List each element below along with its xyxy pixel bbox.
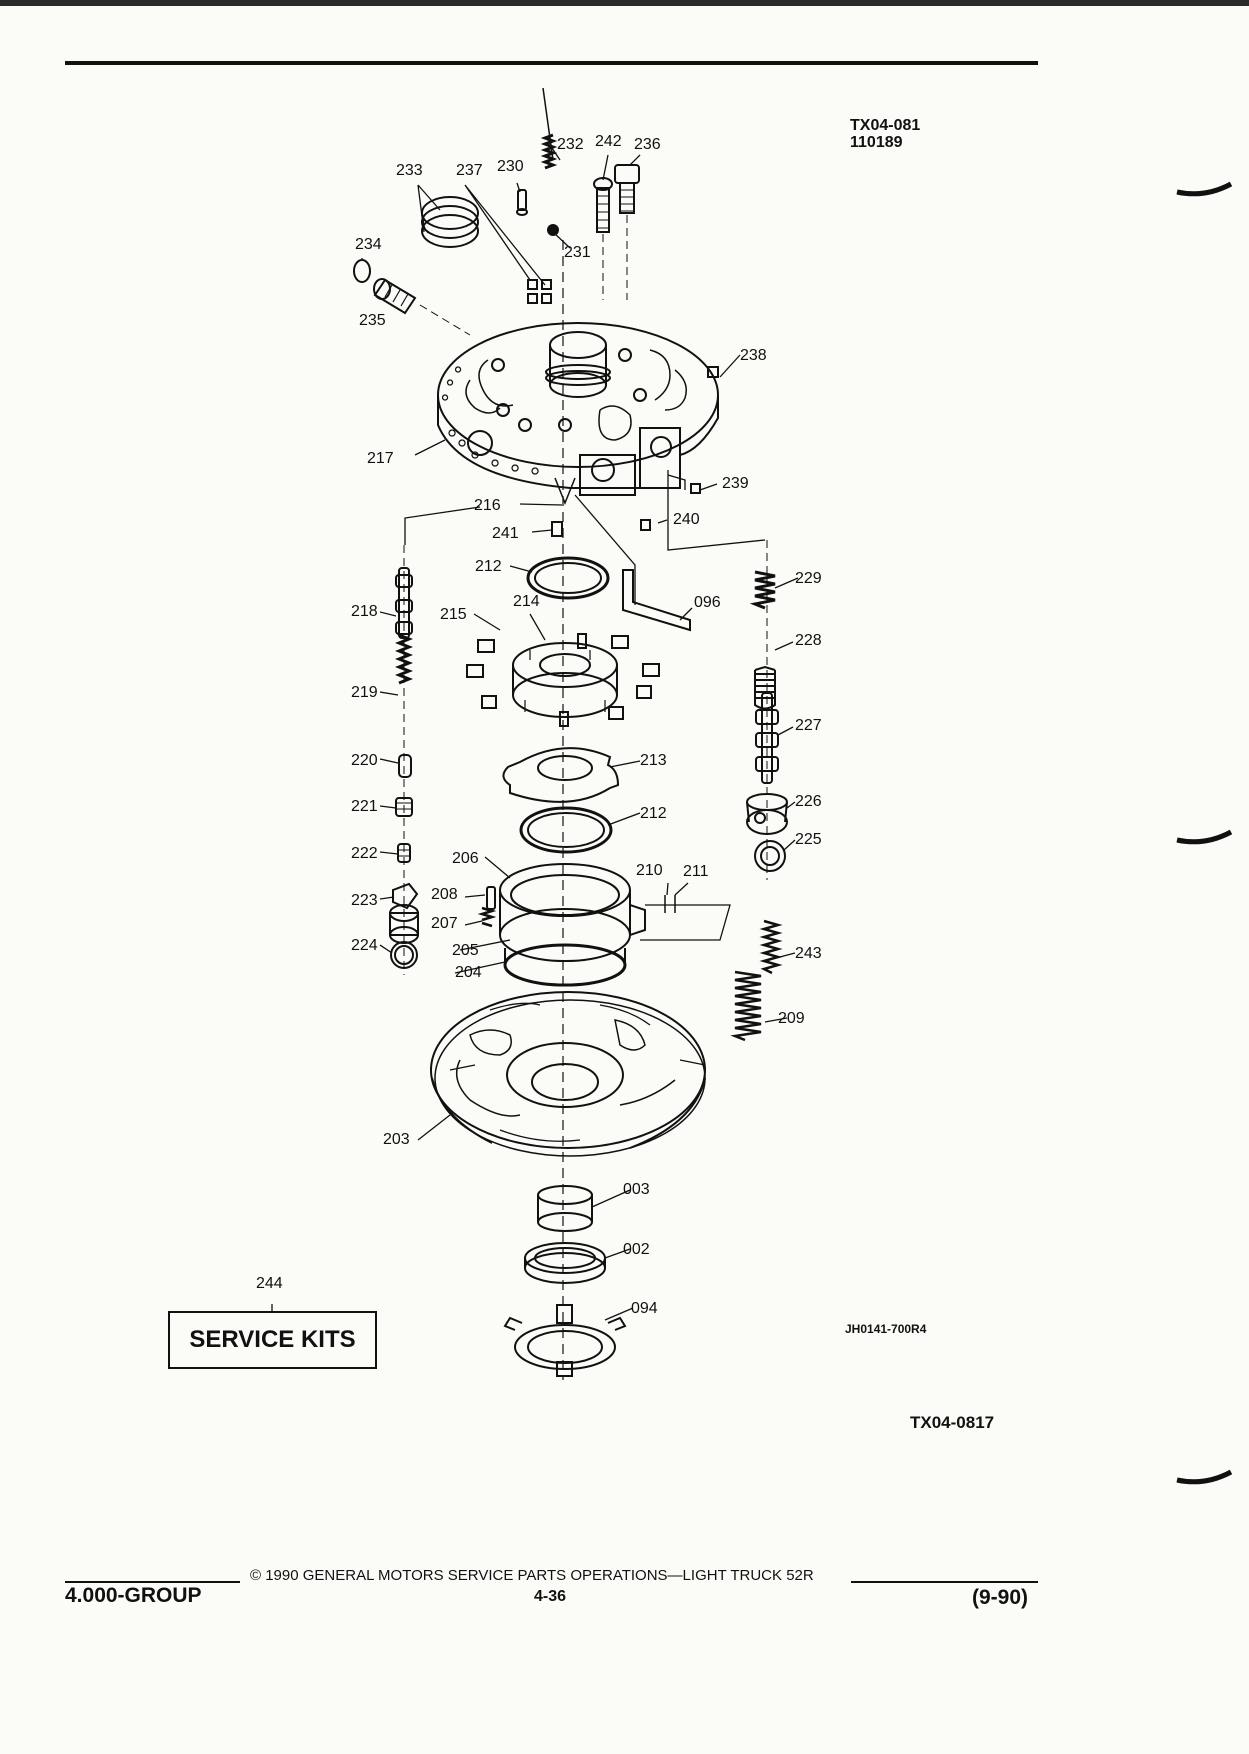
plug-235 — [373, 278, 417, 315]
footer-page-number: 4-36 — [534, 1588, 567, 1605]
figure-ref: TX04-0817 — [910, 1413, 995, 1432]
slide-206 — [499, 863, 646, 987]
callout-215: 215 — [440, 606, 467, 623]
callout-228: 228 — [795, 632, 822, 649]
edge-tab-marks — [1176, 181, 1233, 1485]
callout-237: 237 — [456, 162, 483, 179]
callout-219: 219 — [351, 684, 378, 701]
callout-221: 221 — [351, 798, 378, 815]
callout-229: 229 — [795, 570, 822, 587]
callout-234: 234 — [355, 236, 382, 253]
callout-210: 210 — [636, 862, 663, 879]
callout-235: 235 — [359, 312, 386, 329]
callout-226: 226 — [795, 793, 822, 810]
footer-rule-right — [851, 1581, 1038, 1583]
bolt-242 — [593, 177, 613, 233]
callout-220: 220 — [351, 752, 378, 769]
footer-copyright: © 1990 GENERAL MOTORS SERVICE PARTS OPER… — [250, 1567, 814, 1584]
callout-212-upper: 212 — [475, 558, 502, 575]
callout-244: 244 — [256, 1275, 283, 1292]
tool-094 — [503, 1304, 627, 1377]
callout-214: 214 — [513, 593, 540, 610]
callout-243: 243 — [795, 945, 822, 962]
callout-233: 233 — [396, 162, 423, 179]
callout-211: 211 — [683, 863, 709, 880]
callout-096: 096 — [694, 594, 721, 611]
top-border — [0, 0, 1249, 6]
spring-232 — [540, 133, 558, 170]
callout-094: 094 — [631, 1300, 658, 1317]
callout-217: 217 — [367, 450, 394, 467]
pump-cover-217 — [437, 322, 719, 506]
header-rule — [65, 61, 1038, 65]
callout-223: 223 — [351, 892, 378, 909]
callout-224: 224 — [351, 937, 378, 954]
callout-206: 206 — [452, 850, 479, 867]
callout-222: 222 — [351, 845, 378, 862]
callout-218: 218 — [351, 603, 378, 620]
callout-230: 230 — [497, 158, 524, 175]
callout-239: 239 — [722, 475, 749, 492]
callout-232: 232 — [557, 136, 584, 153]
callout-209: 209 — [778, 1010, 805, 1027]
callout-204: 204 — [455, 964, 482, 981]
footer-date: (9-90) — [972, 1586, 1029, 1609]
callout-236: 236 — [634, 136, 661, 153]
pump-body-203 — [430, 991, 706, 1157]
callout-216: 216 — [474, 497, 501, 514]
callout-241: 241 — [492, 525, 519, 542]
service-kits-label: SERVICE KITS — [189, 1326, 356, 1353]
callout-231: 231 — [564, 244, 591, 261]
gear-213 — [502, 747, 620, 803]
callout-225: 225 — [795, 831, 822, 848]
callout-207: 207 — [431, 915, 458, 932]
ref-code-line1: TX04-081 — [850, 117, 921, 134]
callout-205: 205 — [452, 942, 479, 959]
bolt-236 — [614, 164, 640, 214]
callout-203: 203 — [383, 1131, 410, 1148]
rotor-214 — [512, 642, 618, 718]
callout-002: 002 — [623, 1241, 650, 1258]
footer-rule-left — [65, 1581, 240, 1583]
callout-242: 242 — [595, 133, 622, 150]
callout-240: 240 — [673, 511, 700, 528]
callout-208: 208 — [431, 886, 458, 903]
callout-003: 003 — [623, 1181, 650, 1198]
service-kits-box: SERVICE KITS — [168, 1311, 377, 1369]
callout-213: 213 — [640, 752, 667, 769]
callout-238: 238 — [740, 347, 767, 364]
illustration-ref: JH0141-700R4 — [845, 1322, 927, 1336]
callout-227: 227 — [795, 717, 822, 734]
ref-code-line2: 110189 — [850, 134, 903, 151]
callout-212-lower: 212 — [640, 805, 667, 822]
footer-group: 4.000-GROUP — [65, 1584, 202, 1607]
